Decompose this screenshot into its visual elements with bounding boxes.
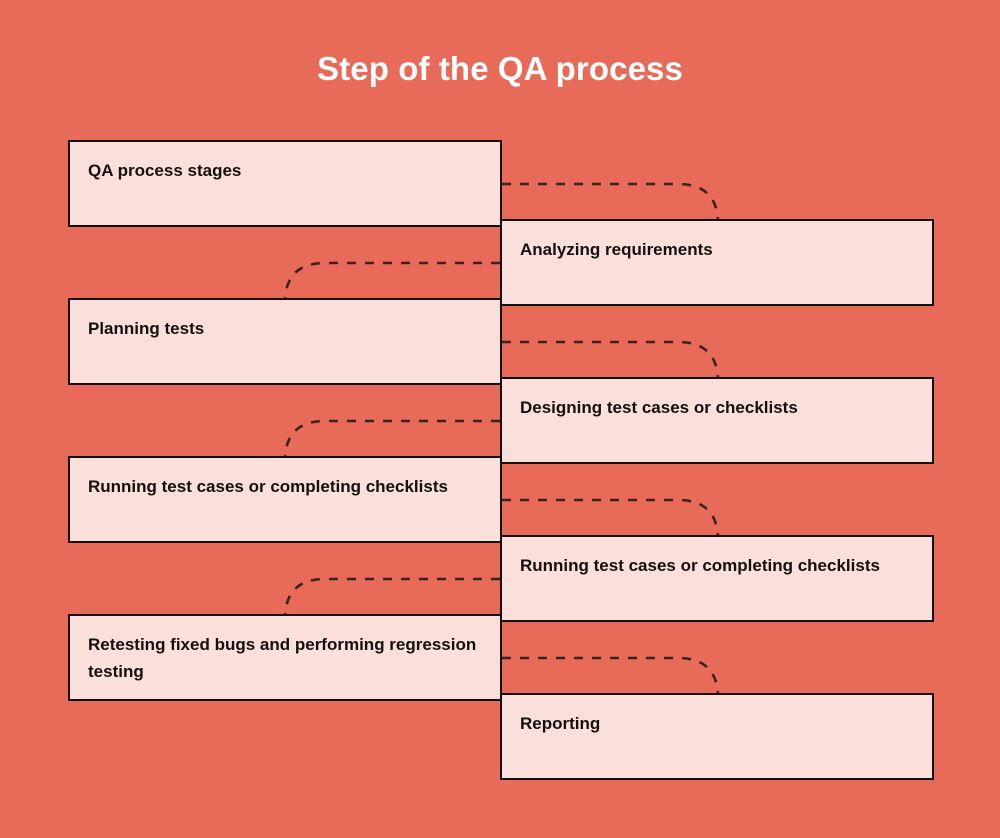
qa-process-staircase-diagram: QA process stages Analyzing requirements…: [0, 140, 1000, 780]
step-label-4: Designing test cases or checklists: [520, 398, 798, 417]
step-box-5[interactable]: Running test cases or completing checkli…: [68, 456, 502, 543]
page-title: Step of the QA process: [317, 50, 683, 87]
step-box-2[interactable]: Analyzing requirements: [500, 219, 934, 306]
step-box-3[interactable]: Planning tests: [68, 298, 502, 385]
step-box-4[interactable]: Designing test cases or checklists: [500, 377, 934, 464]
step-box-8[interactable]: Reporting: [500, 693, 934, 780]
step-box-7[interactable]: Retesting fixed bugs and performing regr…: [68, 614, 502, 701]
step-label-3: Planning tests: [88, 319, 205, 338]
step-label-2: Analyzing requirements: [520, 240, 713, 259]
step-label-5: Running test cases or completing checkli…: [88, 477, 448, 496]
step-box-1[interactable]: QA process stages: [68, 140, 502, 227]
step-box-6[interactable]: Running test cases or completing checkli…: [500, 535, 934, 622]
step-label-6: Running test cases or completing checkli…: [520, 556, 880, 575]
step-label-7: Retesting fixed bugs and performing regr…: [88, 635, 477, 682]
step-label-8: Reporting: [520, 714, 601, 733]
step-label-1: QA process stages: [88, 161, 242, 180]
